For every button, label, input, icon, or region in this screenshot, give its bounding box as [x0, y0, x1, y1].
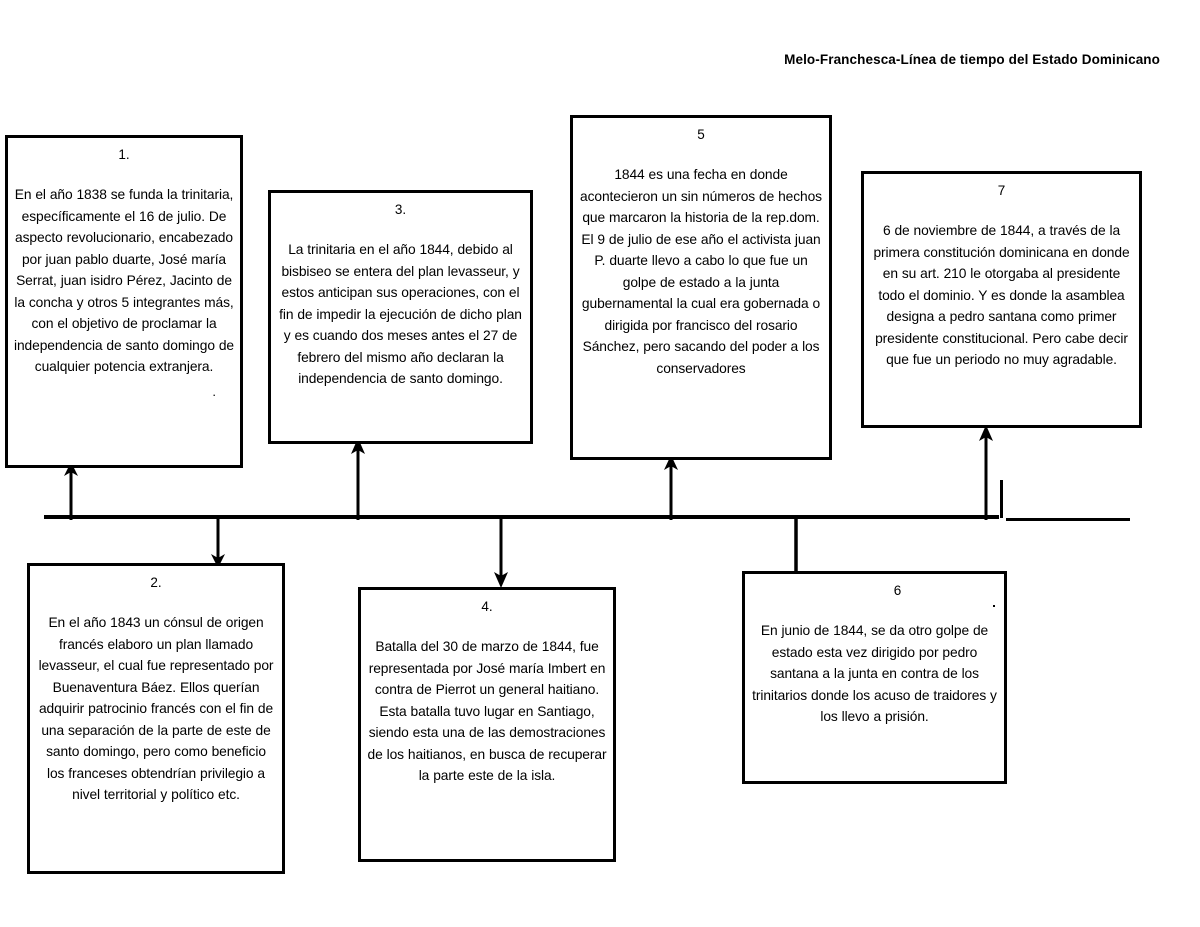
- event-box-6[interactable]: 6 En junio de 1844, se da otro golpe de …: [742, 571, 1007, 784]
- page-title: Melo-Franchesca-Línea de tiempo del Esta…: [784, 52, 1160, 67]
- event-number-1: 1.: [118, 147, 130, 162]
- event-text-6: En junio de 1844, se da otro golpe de es…: [752, 623, 997, 725]
- timeline-axis-main: [44, 515, 999, 519]
- event-text-2: En el año 1843 un cónsul de origen franc…: [38, 615, 274, 803]
- event-number-5: 5: [697, 127, 705, 142]
- connector-arrow-event-2: [209, 516, 227, 568]
- event-text-3: La trinitaria en el año 1844, debido al …: [279, 242, 522, 387]
- event-text-1: En el año 1838 se funda la trinitaria, e…: [14, 187, 234, 375]
- event-trailing-mark-1: .: [212, 383, 216, 399]
- event-number-2: 2.: [150, 575, 162, 590]
- connector-arrow-event-4: [492, 516, 510, 588]
- event-number-7: 7: [997, 183, 1006, 198]
- event-box-2[interactable]: 2. En el año 1843 un cónsul de origen fr…: [27, 563, 285, 874]
- timeline-axis-tick-right: [1000, 480, 1003, 518]
- event-box-1[interactable]: 1. En el año 1838 se funda la trinitaria…: [5, 135, 243, 468]
- connector-arrow-event-3: [349, 438, 367, 520]
- event-number-4: 4.: [481, 599, 493, 614]
- connector-arrow-event-7: [977, 425, 995, 520]
- event-box-3[interactable]: 3. La trinitaria en el año 1844, debido …: [268, 190, 533, 444]
- event-text-4: Batalla del 30 de marzo de 1844, fue rep…: [367, 639, 607, 784]
- event-text-5: 1844 es una fecha en donde acontecieron …: [580, 167, 822, 376]
- event-number-3: 3.: [394, 202, 407, 217]
- event-number-6: 6: [893, 583, 902, 598]
- connector-arrow-event-5: [662, 455, 680, 520]
- connector-arrow-event-1: [62, 462, 80, 520]
- event-box-4[interactable]: 4. Batalla del 30 de marzo de 1844, fue …: [358, 587, 616, 862]
- event-text-7: 6 de noviembre de 1844, a través de la p…: [873, 223, 1130, 368]
- timeline-axis-segment-right: [1006, 518, 1130, 521]
- stray-dot-mark-box-6: [993, 605, 995, 607]
- event-box-5[interactable]: 5 1844 es una fecha en donde aconteciero…: [570, 115, 832, 460]
- event-box-7[interactable]: 7 6 de noviembre de 1844, a través de la…: [861, 171, 1142, 428]
